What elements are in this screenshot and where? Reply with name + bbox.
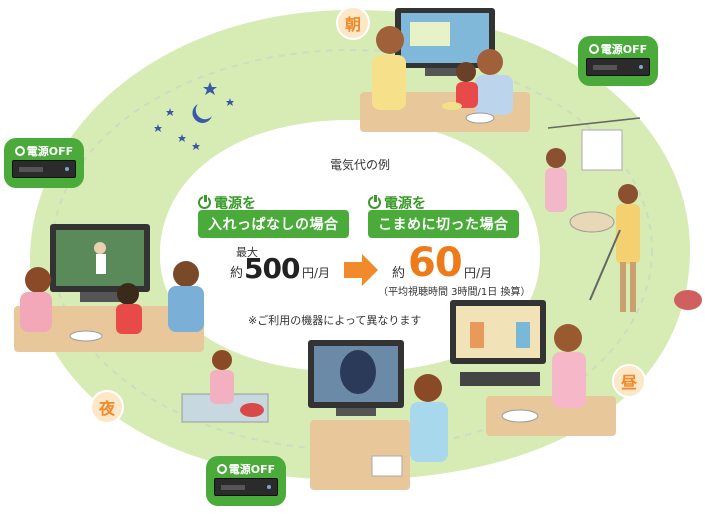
chores-scene: [545, 117, 702, 312]
approx-label-on: 約: [230, 266, 244, 281]
approx-label-off: 約: [392, 266, 406, 281]
power-icon: [198, 194, 211, 209]
time-night: 夜: [90, 390, 124, 424]
cost-always-on: 500: [244, 252, 300, 285]
moon-icon: [192, 104, 212, 123]
switch-off-badge: こまめに切った場合: [368, 210, 519, 238]
always-on-label: 電源を: [198, 193, 256, 213]
kitchen-scene: [181, 350, 269, 423]
power-off-bubble-night: 電源OFF: [4, 138, 84, 194]
max-label: 最大: [236, 246, 258, 259]
night-scene: [14, 224, 204, 352]
time-morning: 朝: [336, 6, 370, 40]
star-icons: [154, 82, 234, 150]
cost-switch-off: 60: [408, 240, 463, 286]
power-icon: [14, 146, 25, 156]
unit-off: 円/月: [464, 266, 493, 280]
power-icon: [216, 464, 227, 474]
recorder-icon: [12, 160, 76, 178]
morning-scene: [360, 8, 530, 132]
recorder-icon: [586, 58, 650, 76]
noon-scene: [450, 300, 616, 436]
viewing-condition-note: （平均視聴時間 3時間/1日 換算）: [378, 287, 531, 298]
device-footnote: ※ご利用の機器によって異なります: [248, 314, 422, 327]
recorder-icon: [214, 478, 278, 496]
power-icon: [588, 44, 599, 54]
day-cycle-inner-edge: [160, 120, 540, 372]
comparison-heading: 電気代の例: [329, 158, 390, 172]
unit-on: 円/月: [302, 266, 331, 280]
reduction-arrow: [344, 254, 378, 286]
time-noon: 昼: [612, 364, 646, 398]
always-on-badge: 入れっぱなしの場合: [198, 210, 349, 238]
evening-scene: [308, 340, 448, 490]
switch-off-label: 電源を: [368, 193, 426, 213]
power-icon: [368, 194, 381, 209]
power-off-bubble-morning: 電源OFF: [578, 36, 658, 92]
power-off-bubble-evening: 電源OFF: [206, 456, 286, 512]
